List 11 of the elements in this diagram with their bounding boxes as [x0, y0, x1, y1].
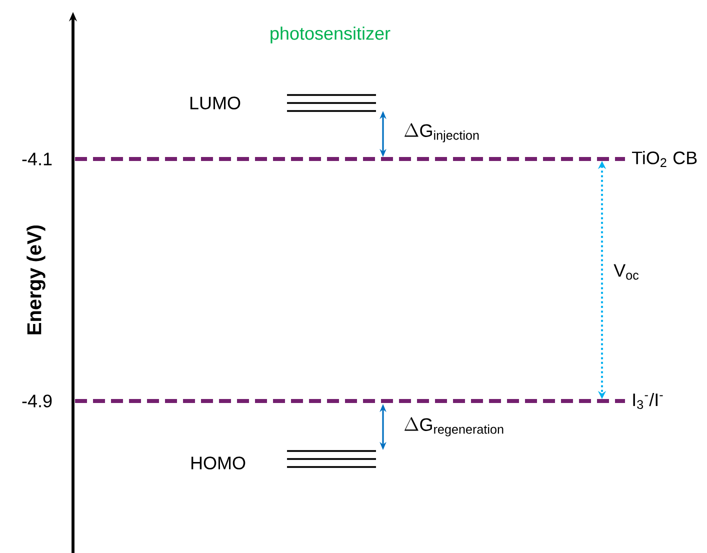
level-label: I$_{3}$$^{-}$/I$^{-}$ [633, 392, 663, 410]
level-label: TiO$_{2}$ CB [632, 151, 697, 167]
heading-text: photosensitizer [270, 26, 390, 44]
level-label: HOMO [192, 456, 246, 470]
gap-label: $\Delta\mathrm{G}_{\mathrm{regeneration}}$ [404, 417, 504, 436]
gap-label: $\Delta\mathrm{G}_{\mathrm{injection}}$ [404, 123, 479, 142]
tick-label: -4.1 [22, 152, 52, 166]
tick-label: -4.9 [22, 394, 52, 408]
level-label: LUMO [190, 96, 240, 110]
axis-title: Energy (eV) [26, 225, 46, 334]
voltage-label: V$_{oc}$ [614, 264, 639, 280]
